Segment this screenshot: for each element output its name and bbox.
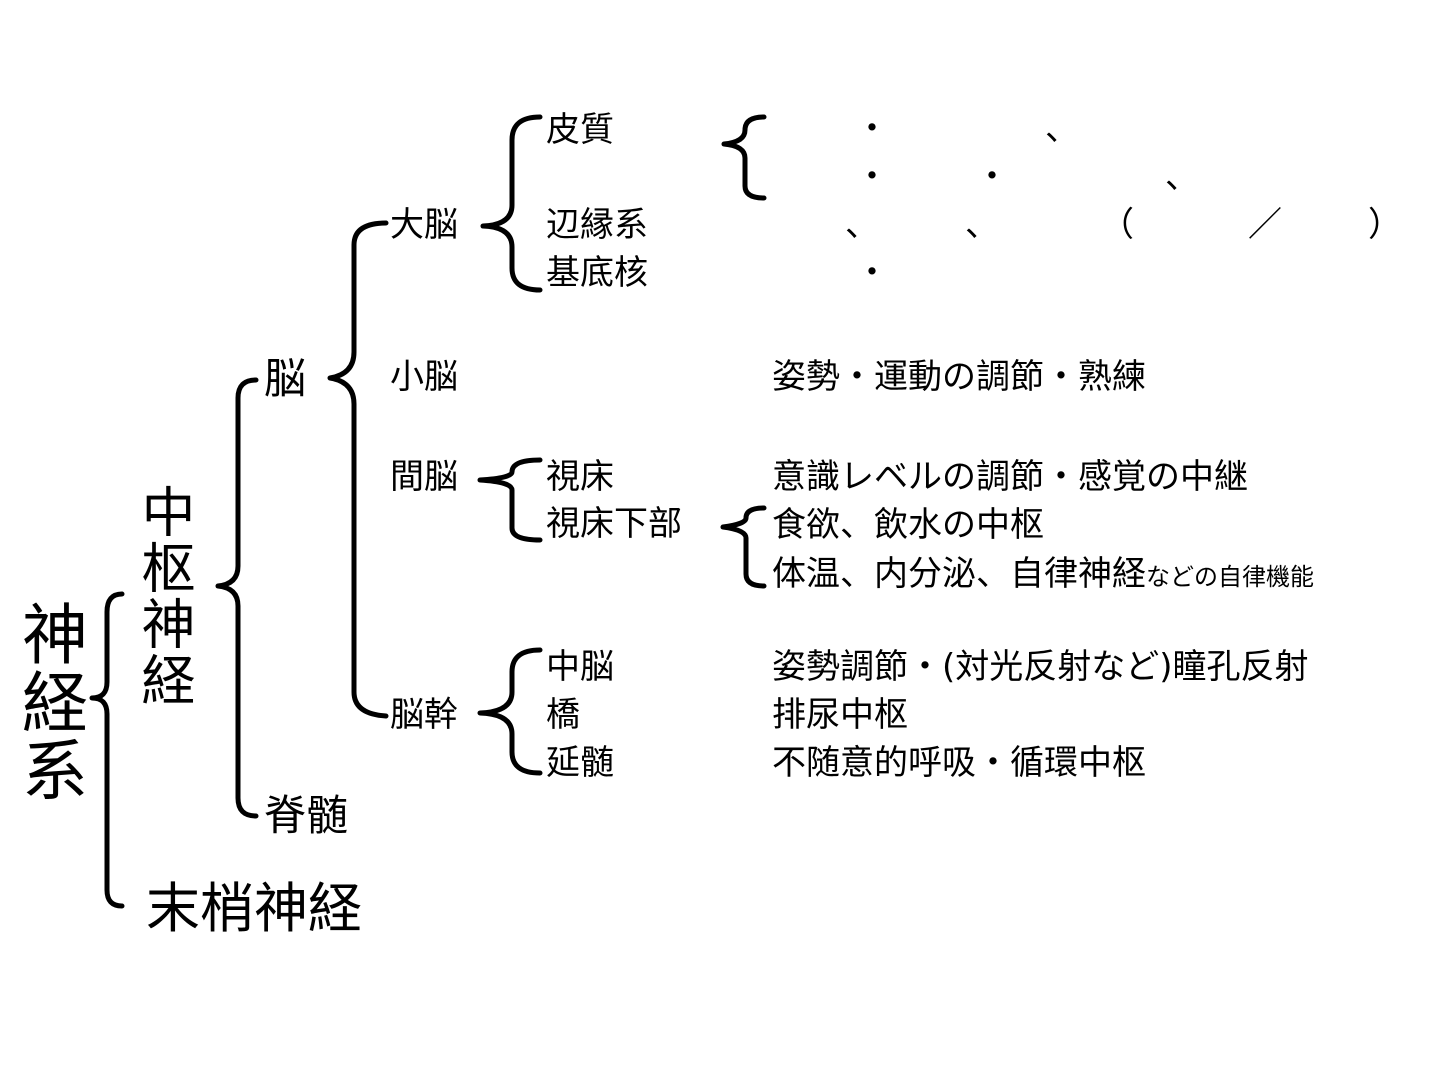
hypothalamus-function-2-suffix: などの自律機能 xyxy=(1146,563,1314,591)
medulla-label: 延髄 xyxy=(546,743,614,783)
pons-label: 橋 xyxy=(546,695,580,735)
basal-func-sep: ・ xyxy=(855,253,889,293)
brainstem-label: 脳幹 xyxy=(390,695,458,735)
bracket-cerebrum xyxy=(480,114,543,293)
limbic-system-label: 辺縁系 xyxy=(546,205,648,245)
hypothalamus-function-2-main: 体温、内分泌、自律神経 xyxy=(772,554,1146,594)
bracket-diencephalon xyxy=(477,457,543,543)
limbic-func-paren-close: ） xyxy=(1368,205,1402,245)
basal-ganglia-label: 基底核 xyxy=(546,253,648,293)
pons-function: 排尿中枢 xyxy=(772,695,908,735)
limbic-func-slash: ／ xyxy=(1248,205,1282,245)
limbic-func-sep-1: 、 xyxy=(845,205,879,245)
cortex-func-sep-2: 、 xyxy=(1045,109,1079,149)
bracket-root xyxy=(89,591,125,909)
cortex-label: 皮質 xyxy=(546,110,614,150)
thalamus-function: 意識レベルの調節・感覚の中継 xyxy=(772,457,1248,497)
cortex-func-sep-3: ・ xyxy=(855,157,889,197)
cortex-func-sep-5: 、 xyxy=(1165,157,1199,197)
cerebrum-label: 大脳 xyxy=(390,205,458,245)
cerebellum-label: 小脳 xyxy=(390,357,458,397)
midbrain-label: 中脳 xyxy=(546,647,614,687)
bracket-hypothalamus xyxy=(720,505,767,589)
cortex-func-sep-4: ・ xyxy=(975,157,1009,197)
peripheral-nervous-label: 末梢神経 xyxy=(146,877,362,940)
bracket-brainstem xyxy=(477,647,543,776)
root-label: 神経系 xyxy=(11,600,88,804)
central-nervous-label: 中枢神経 xyxy=(132,484,195,708)
bracket-central xyxy=(215,377,259,819)
bracket-cortex xyxy=(721,114,767,201)
limbic-func-paren-open: （ xyxy=(1100,205,1134,245)
hypothalamus-function-2: 体温、内分泌、自律神経などの自律機能 xyxy=(772,557,1314,591)
cerebellum-function: 姿勢・運動の調節・熟練 xyxy=(772,357,1146,397)
spinal-cord-label: 脊髄 xyxy=(264,791,349,840)
brain-label: 脳 xyxy=(264,354,307,403)
hypothalamus-label: 視床下部 xyxy=(546,504,682,544)
medulla-function: 不随意的呼吸・循環中枢 xyxy=(772,743,1146,783)
diencephalon-label: 間脳 xyxy=(390,457,458,497)
cortex-func-sep-1: ・ xyxy=(855,109,889,149)
thalamus-label: 視床 xyxy=(546,457,614,497)
hypothalamus-function-1: 食欲、飲水の中枢 xyxy=(772,505,1044,545)
midbrain-function: 姿勢調節・(対光反射など)瞳孔反射 xyxy=(772,647,1309,687)
bracket-brain xyxy=(327,220,389,719)
limbic-func-sep-2: 、 xyxy=(965,205,999,245)
